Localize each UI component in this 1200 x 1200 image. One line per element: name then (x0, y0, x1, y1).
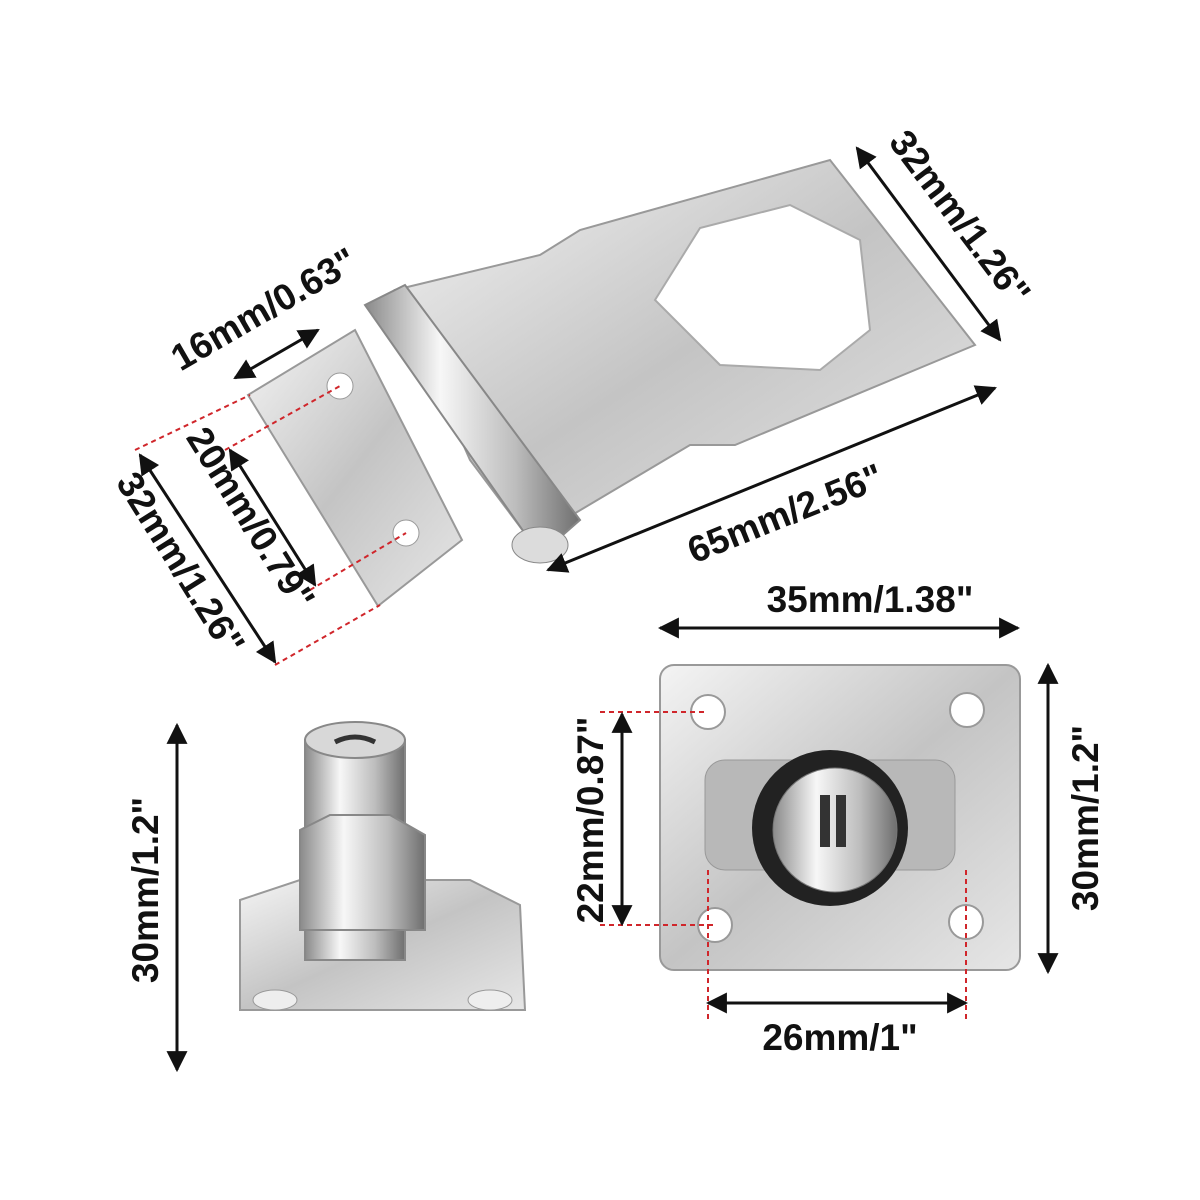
label-lock-plate-height: 30mm/1.2" (1065, 725, 1106, 911)
label-lock-hole-vertical-spacing: 22mm/0.87" (570, 717, 611, 924)
hasp-illustration (246, 158, 977, 608)
hasp-plate (393, 158, 977, 542)
label-lock-plate-width: 35mm/1.38" (767, 579, 974, 620)
label-lock-side-height: 30mm/1.2" (125, 797, 166, 983)
lock-keyface (304, 721, 406, 759)
dimension-lines (138, 146, 1059, 1073)
lock-core (772, 767, 898, 893)
lock-side-illustration (239, 721, 527, 1011)
label-lock-hole-horizontal-spacing: 26mm/1" (762, 1017, 917, 1058)
hinge-hole-top (326, 372, 354, 400)
lock-front-illustration (659, 664, 1021, 971)
